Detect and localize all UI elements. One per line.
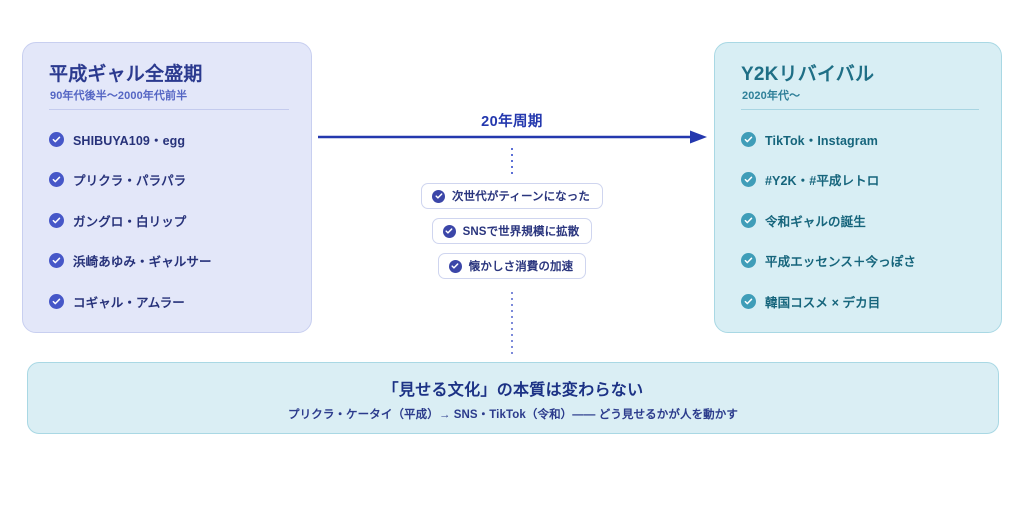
check-circle-icon [49,131,64,147]
check-circle-icon [49,172,64,188]
dotted-connector-top [511,148,513,174]
list-item-label: コギャル・アムラー [73,295,185,310]
list-item: ガングロ・白リップ [49,200,297,241]
list-item: 韓国コスメ × デカ目 [741,281,987,322]
conclusion-subtitle: プリクラ・ケータイ（平成）→ SNS・TikTok（令和）—— どう見せるかが人… [288,409,738,421]
dotted-connector-bottom [511,292,513,358]
era-card-item-list: TikTok・Instagram #Y2K・#平成レトロ 令和ギャルの誕生 平成… [741,119,987,322]
era-card-subtitle: 90年代後半〜2000年代前半 [50,90,188,102]
driver-chip-label: 懐かしさ消費の加速 [468,261,574,273]
list-item-label: ガングロ・白リップ [73,214,187,229]
driver-chip-label: 次世代がティーンになった [452,191,590,203]
check-circle-icon [741,212,756,228]
list-item: 令和ギャルの誕生 [741,200,987,241]
conclusion-title: 「見せる文化」の本質は変わらない [382,382,644,399]
list-item-label: #Y2K・#平成レトロ [765,174,880,189]
list-item-label: 令和ギャルの誕生 [765,214,866,229]
driver-chip: 懐かしさ消費の加速 [437,253,587,279]
driver-chip-label: SNSで世界規模に拡散 [462,226,580,238]
era-card-subtitle: 2020年代〜 [742,90,801,102]
era-card-divider [741,109,979,110]
check-circle-icon [741,293,756,309]
list-item: コギャル・アムラー [49,281,297,322]
driver-chip-group: 次世代がティーンになった SNSで世界規模に拡散 懐かしさ消費の加速 [0,183,1024,279]
check-circle-icon [741,131,756,147]
check-circle-icon [49,293,64,309]
transition-arrow [318,129,707,145]
check-circle-icon [448,259,462,273]
list-item-label: 浜崎あゆみ・ギャルサー [73,255,212,270]
driver-chip: SNSで世界規模に拡散 [431,218,593,244]
list-item: 浜崎あゆみ・ギャルサー [49,241,297,282]
check-circle-icon [49,212,64,228]
list-item: TikTok・Instagram [741,119,987,160]
check-circle-icon [49,253,64,269]
list-item-label: SHIBUYA109・egg [73,133,186,148]
list-item: SHIBUYA109・egg [49,119,297,160]
era-card-title: 平成ギャル全盛期 [49,64,203,85]
list-item-label: 韓国コスメ × デカ目 [765,295,881,310]
era-card-y2k-revival: Y2Kリバイバル 2020年代〜 TikTok・Instagram #Y2K・#… [714,42,1002,333]
list-item: 平成エッセンス＋今っぽさ [741,241,987,282]
era-card-heisei-gal: 平成ギャル全盛期 90年代後半〜2000年代前半 SHIBUYA109・egg … [22,42,312,333]
list-item-label: 平成エッセンス＋今っぽさ [765,255,916,270]
era-card-divider [49,109,289,110]
check-circle-icon [741,172,756,188]
list-item: #Y2K・#平成レトロ [741,160,987,201]
driver-chip: 次世代がティーンになった [421,183,603,209]
era-card-item-list: SHIBUYA109・egg プリクラ・パラパラ ガングロ・白リップ 浜崎あゆみ… [49,119,297,322]
list-item-label: プリクラ・パラパラ [73,174,187,189]
list-item-label: TikTok・Instagram [765,133,878,148]
check-circle-icon [442,224,456,238]
era-card-title: Y2Kリバイバル [741,64,875,85]
conclusion-banner: 「見せる文化」の本質は変わらない プリクラ・ケータイ（平成）→ SNS・TikT… [27,362,999,434]
check-circle-icon [432,189,446,203]
check-circle-icon [741,253,756,269]
list-item: プリクラ・パラパラ [49,160,297,201]
cycle-period-label: 20年周期 [481,114,543,130]
